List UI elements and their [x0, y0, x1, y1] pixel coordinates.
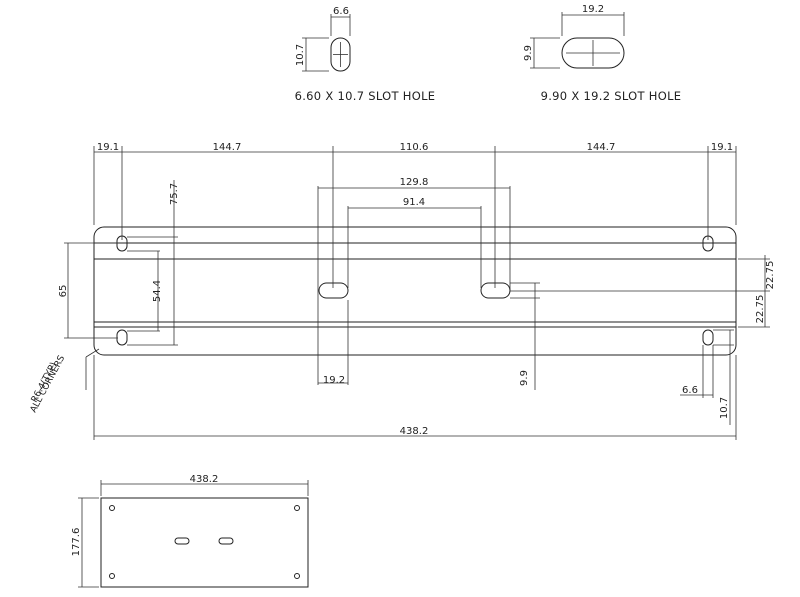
svg-text:129.8: 129.8: [400, 177, 429, 188]
dim-6-6-10-7: 6.6 10.7: [680, 329, 734, 425]
top-dimension-chain: 19.1 144.7 110.6 144.7 19.1: [93, 142, 737, 288]
dim-110: 110.6: [400, 142, 429, 153]
corner-radius-note: R6.4(TYP) ALL CORNERS: [29, 348, 100, 415]
plan-width: 438.2: [190, 474, 219, 485]
dim-22-75: 22.75 22.75: [510, 255, 776, 328]
small-slot-caption: 6.60 X 10.7 SLOT HOLE: [295, 89, 436, 103]
plan-view: 438.2 177.6: [71, 474, 309, 588]
dim-144-left: 144.7: [213, 142, 242, 153]
svg-text:19.2: 19.2: [323, 375, 345, 386]
dim-19-right: 19.1: [711, 142, 733, 153]
large-slot-detail: 19.2 9.9 9.90 X 19.2 SLOT HOLE: [523, 4, 681, 103]
large-slot-caption: 9.90 X 19.2 SLOT HOLE: [541, 89, 682, 103]
slot-hole: [702, 329, 714, 346]
svg-text:6.6: 6.6: [682, 385, 698, 396]
dim-144-right: 144.7: [587, 142, 616, 153]
dim-9-9-bottom: 9.9: [510, 282, 540, 390]
svg-text:65: 65: [58, 285, 69, 298]
slot-hole: [480, 282, 511, 299]
svg-text:ALL CORNERS: ALL CORNERS: [29, 354, 68, 415]
slot-hole: [218, 537, 234, 545]
svg-text:9.9: 9.9: [519, 370, 530, 386]
slot-hole: [318, 282, 349, 299]
svg-text:54.4: 54.4: [152, 280, 163, 302]
small-slot-width: 6.6: [333, 6, 349, 17]
large-slot-height: 9.9: [523, 45, 534, 61]
svg-text:91.4: 91.4: [403, 197, 425, 208]
large-slot-width: 19.2: [582, 4, 604, 15]
svg-text:22.75: 22.75: [765, 261, 776, 290]
slot-hole: [174, 537, 190, 545]
svg-text:438.2: 438.2: [400, 426, 429, 437]
small-slot-detail: 6.6 10.7 6.60 X 10.7 SLOT HOLE: [295, 6, 436, 103]
dim-129-bracket: 129.8: [317, 177, 511, 385]
main-plate: [93, 226, 737, 356]
svg-text:22.75: 22.75: [755, 295, 766, 324]
dim-total-width: 438.2: [93, 355, 737, 440]
dim-19-2-bottom: 19.2: [318, 300, 349, 386]
svg-text:75.7: 75.7: [169, 183, 180, 205]
dim-91-bracket: 91.4: [347, 197, 482, 288]
small-slot-height: 10.7: [295, 44, 306, 66]
slot-hole: [116, 329, 128, 346]
dim-19-left: 19.1: [97, 142, 119, 153]
plan-height: 177.6: [71, 528, 82, 557]
svg-text:10.7: 10.7: [719, 397, 730, 419]
dim-65: 65: [58, 242, 118, 339]
dim-75-54: 75.7 54.4: [127, 180, 180, 346]
